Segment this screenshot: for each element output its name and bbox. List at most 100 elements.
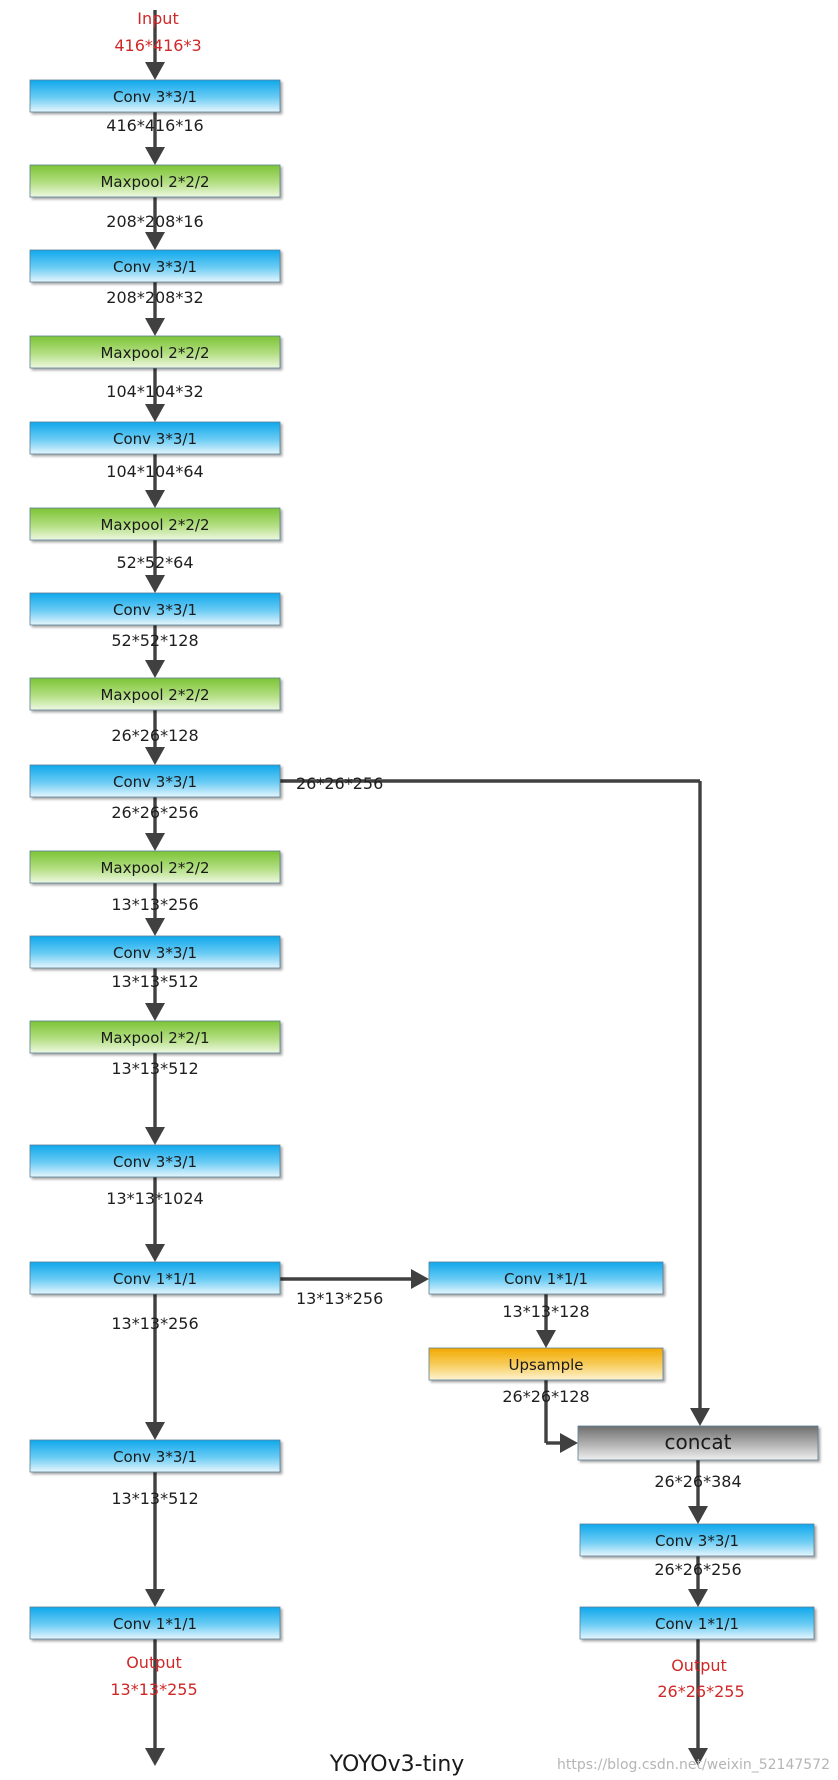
right-block-3-rect (577, 1425, 819, 1461)
left-block-9-conv: Conv 3*3/1 (29, 764, 281, 798)
left-dim-5: 104*104*64 (106, 462, 203, 481)
right-output-label: Output (671, 1656, 727, 1675)
right-block-3-label: concat (664, 1430, 731, 1454)
left-block-1-rect (29, 79, 281, 113)
arrow-left-12-arrowhead (145, 1127, 165, 1145)
left-block-3-rect (29, 249, 281, 283)
left-block-15-conv: Conv 3*3/1 (29, 1439, 281, 1473)
left-dim-7: 52*52*128 (111, 631, 198, 650)
branch-connector-arrowhead (411, 1269, 429, 1289)
left-block-6-rect (29, 507, 281, 541)
right-dim-4: 26*26*256 (654, 1560, 741, 1579)
left-dim-9: 26*26*256 (111, 803, 198, 822)
arrow-left-10-arrowhead (145, 918, 165, 936)
right-column: Conv 1*1/113*13*128Upsample26*26*128conc… (428, 1261, 819, 1640)
skip-connector-arrowhead (690, 1408, 710, 1426)
right-dim-3: 26*26*384 (654, 1472, 741, 1491)
left-block-11-rect (29, 935, 281, 969)
arrow-left-3-arrowhead (145, 318, 165, 336)
input-shape: 416*416*3 (114, 36, 201, 55)
arrow-left-13-arrowhead (145, 1244, 165, 1262)
arrow-left-6-arrowhead (145, 575, 165, 593)
left-block-14-rect (29, 1261, 281, 1295)
right-block-1-conv: Conv 1*1/1 (428, 1261, 664, 1295)
right-block-2-upsample: Upsample (428, 1347, 664, 1381)
left-block-13-label: Conv 3*3/1 (113, 1153, 197, 1171)
left-block-7-conv: Conv 3*3/1 (29, 592, 281, 626)
diagram-caption: YOYOv3-tiny (329, 1752, 465, 1777)
left-dim-6: 52*52*64 (116, 553, 193, 572)
left-block-13-rect (29, 1144, 281, 1178)
left-block-3-label: Conv 3*3/1 (113, 258, 197, 276)
left-block-6-label: Maxpool 2*2/2 (100, 516, 209, 534)
left-block-5-conv: Conv 3*3/1 (29, 421, 281, 455)
left-dim-3: 208*208*32 (106, 288, 203, 307)
left-dim-4: 104*104*32 (106, 382, 203, 401)
right-block-4-label: Conv 3*3/1 (655, 1532, 739, 1550)
left-block-16-conv: Conv 1*1/1 (29, 1606, 281, 1640)
left-output-label: Output (126, 1653, 182, 1672)
left-block-16-label: Conv 1*1/1 (113, 1615, 197, 1633)
arrow-left-15-arrowhead (145, 1589, 165, 1607)
left-block-11-label: Conv 3*3/1 (113, 944, 197, 962)
arrow-left-4-arrowhead (145, 404, 165, 422)
arrow-left-1-arrowhead (145, 147, 165, 165)
right-block-5-conv: Conv 1*1/1 (579, 1606, 815, 1640)
left-block-5-label: Conv 3*3/1 (113, 430, 197, 448)
left-block-5-rect (29, 421, 281, 455)
right-dim-2: 26*26*128 (502, 1387, 589, 1406)
left-block-10-maxpool: Maxpool 2*2/2 (29, 850, 281, 884)
right-block-5-rect (579, 1606, 815, 1640)
skip-connection-label: 26*26*256 (296, 774, 383, 793)
left-block-4-maxpool: Maxpool 2*2/2 (29, 335, 281, 369)
arrow-upsample-arrowhead (560, 1433, 578, 1453)
left-block-9-label: Conv 3*3/1 (113, 773, 197, 791)
left-block-14-conv: Conv 1*1/1 (29, 1261, 281, 1295)
left-block-2-maxpool: Maxpool 2*2/2 (29, 164, 281, 198)
right-block-4-rect (579, 1523, 815, 1557)
left-block-8-label: Maxpool 2*2/2 (100, 686, 209, 704)
left-dim-15: 13*13*512 (111, 1489, 198, 1508)
right-output-shape: 26*26*255 (657, 1682, 744, 1701)
left-block-15-label: Conv 3*3/1 (113, 1448, 197, 1466)
left-block-14-label: Conv 1*1/1 (113, 1270, 197, 1288)
arrow-left-11-arrowhead (145, 1003, 165, 1021)
left-block-16-rect (29, 1606, 281, 1640)
left-block-1-conv: Conv 3*3/1 (29, 79, 281, 113)
arrow-left-5-arrowhead (145, 490, 165, 508)
left-block-7-label: Conv 3*3/1 (113, 601, 197, 619)
left-block-12-label: Maxpool 2*2/1 (100, 1029, 209, 1047)
left-block-6-maxpool: Maxpool 2*2/2 (29, 507, 281, 541)
left-dim-1: 416*416*16 (106, 116, 203, 135)
right-block-3-concat: concat (577, 1425, 819, 1461)
right-block-1-label: Conv 1*1/1 (504, 1270, 588, 1288)
left-block-10-rect (29, 850, 281, 884)
branch-connection-label: 13*13*256 (296, 1289, 383, 1308)
left-block-12-rect (29, 1020, 281, 1054)
arrow-left-9-arrowhead (145, 833, 165, 851)
left-block-1-label: Conv 3*3/1 (113, 88, 197, 106)
arrow-right-output-arrowhead (688, 1748, 708, 1766)
left-dim-14: 13*13*256 (111, 1314, 198, 1333)
right-block-2-rect (428, 1347, 664, 1381)
left-block-3-conv: Conv 3*3/1 (29, 249, 281, 283)
arrow-left-7-arrowhead (145, 660, 165, 678)
left-block-12-maxpool: Maxpool 2*2/1 (29, 1020, 281, 1054)
connector-arrows (145, 10, 710, 1766)
watermark: https://blog.csdn.net/weixin_52147572 (557, 1757, 830, 1773)
arrow-left-14-arrowhead (145, 1422, 165, 1440)
arrow-left-output-arrowhead (145, 1748, 165, 1766)
left-block-10-label: Maxpool 2*2/2 (100, 859, 209, 877)
left-block-13-conv: Conv 3*3/1 (29, 1144, 281, 1178)
left-dim-8: 26*26*128 (111, 726, 198, 745)
left-block-4-label: Maxpool 2*2/2 (100, 344, 209, 362)
arrow-input-arrowhead (145, 62, 165, 80)
left-output-shape: 13*13*255 (110, 1680, 197, 1699)
right-block-1-rect (428, 1261, 664, 1295)
left-dim-11: 13*13*512 (111, 972, 198, 991)
arrow-right-3-arrowhead (688, 1589, 708, 1607)
arrow-right-1-arrowhead (536, 1330, 556, 1348)
left-block-2-label: Maxpool 2*2/2 (100, 173, 209, 191)
